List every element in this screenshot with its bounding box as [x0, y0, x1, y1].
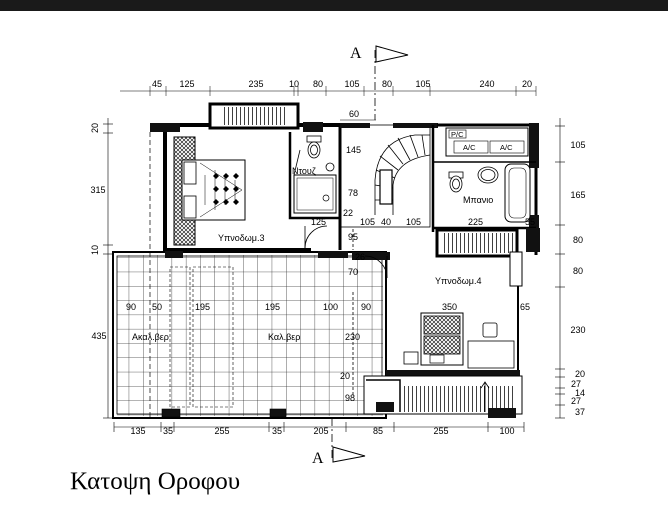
- dim-26: 26: [355, 252, 365, 262]
- dim-125: 125: [311, 217, 326, 227]
- wc-shower-room: [306, 135, 335, 172]
- dimension-chain-right: [555, 118, 565, 419]
- dim-right-4: 80: [573, 266, 583, 276]
- double-bed-bedroom4: [403, 312, 515, 369]
- dim-bottom-6: 85: [373, 426, 383, 436]
- interior-dimensions: 145 78 22 125 105 40 105 225 55 95 26 70…: [126, 145, 535, 403]
- wall-pier-nw: [150, 123, 180, 132]
- building-outline: [112, 102, 540, 419]
- dim-195a: 195: [195, 302, 210, 312]
- double-bed-bedroom3: [173, 136, 246, 246]
- dim-bottom-7: 255: [433, 426, 448, 436]
- dimension-chain-top: [120, 86, 537, 121]
- dim-top-8: 105: [415, 79, 430, 89]
- dim-right-9: 27: [571, 396, 581, 406]
- drawing-title: Κατοψη Οροφου: [70, 468, 241, 495]
- dim-55: 55: [525, 217, 535, 227]
- dim-left-3: 10: [90, 245, 100, 255]
- bathtub: [504, 163, 531, 223]
- dim-98: 98: [345, 393, 355, 403]
- dim-20: 20: [340, 371, 350, 381]
- dim-top-10: 20: [522, 79, 532, 89]
- dim-22: 22: [343, 208, 353, 218]
- dim-bottom-1: 135: [130, 426, 145, 436]
- chair: [482, 322, 498, 338]
- dim-top-3: 235: [248, 79, 263, 89]
- room-label-bathroom: Μπανιο: [463, 195, 493, 205]
- dim-right-8: 14: [575, 388, 585, 398]
- dim-70: 70: [348, 267, 358, 277]
- dim-bottom-8: 100: [499, 426, 514, 436]
- dimension-chain-left: [103, 118, 113, 419]
- dim-95: 95: [348, 232, 358, 242]
- dim-350: 350: [442, 302, 457, 312]
- dim-78: 78: [348, 188, 358, 198]
- dim-right-1: 105: [570, 140, 585, 150]
- dim-top-7: 80: [382, 79, 392, 89]
- room-label-bedroom4: Υπνοδωμ.4: [435, 276, 481, 286]
- room-label-shower: Ντουζ: [292, 166, 316, 176]
- dim-40: 40: [381, 217, 391, 227]
- sheet-border: [0, 0, 668, 11]
- dim-100: 100: [323, 302, 338, 312]
- shower-tray: [293, 174, 337, 214]
- dim-90b: 90: [361, 302, 371, 312]
- section-flag-bottom: [332, 446, 366, 463]
- section-label-top: A: [350, 45, 362, 62]
- dim-bottom-3: 255: [214, 426, 229, 436]
- dim-top-inner: 60: [349, 109, 359, 119]
- door-swing-bedroom3: [304, 225, 328, 249]
- lower-stair: [363, 375, 523, 418]
- dim-105a: 105: [360, 217, 375, 227]
- dimension-chain-bottom: [113, 422, 525, 432]
- room-label-veranda-covered: Καλ.βερ: [268, 332, 300, 342]
- label-ac-2: A/C: [500, 143, 513, 152]
- label-pc: P/C: [451, 130, 464, 139]
- dim-top-6: 105: [344, 79, 359, 89]
- dim-bottom-5: 205: [313, 426, 328, 436]
- room-label-veranda-open: Ακαλ.βερ: [132, 332, 169, 342]
- dim-top-9: 240: [479, 79, 494, 89]
- dim-top-2: 125: [179, 79, 194, 89]
- dim-bottom-4: 35: [272, 426, 282, 436]
- dim-90a: 90: [126, 302, 136, 312]
- dim-50: 50: [152, 302, 162, 312]
- dim-right-6: 20: [575, 369, 585, 379]
- dim-right-10: 37: [575, 407, 585, 417]
- dim-65: 65: [520, 302, 530, 312]
- section-flag-top: [375, 45, 409, 63]
- dim-225: 225: [468, 217, 483, 227]
- dim-105b: 105: [406, 217, 421, 227]
- dim-right-7: 27: [571, 379, 581, 389]
- room-label-bedroom3: Υπνοδωμ.3: [218, 233, 264, 243]
- veranda-loungers: [161, 266, 287, 418]
- dim-230: 230: [345, 332, 360, 342]
- door-swing-shower: [293, 149, 301, 176]
- dim-right-5: 230: [570, 325, 585, 335]
- spiral-stair: [374, 134, 431, 215]
- dim-right-2: 165: [570, 190, 585, 200]
- veranda-tiled-floor: [117, 255, 383, 416]
- dim-bottom-2: 35: [163, 426, 173, 436]
- desk: [467, 340, 515, 369]
- wc-bathroom: [448, 166, 499, 193]
- dim-top-1: 45: [152, 79, 162, 89]
- dim-195b: 195: [265, 302, 280, 312]
- section-line-a: A A: [312, 45, 409, 467]
- dim-left-4: 435: [91, 331, 106, 341]
- section-label-bottom: A: [312, 450, 324, 467]
- label-ac-1: A/C: [463, 143, 476, 152]
- dim-left-1: 20: [90, 123, 100, 133]
- dim-145: 145: [346, 145, 361, 155]
- dim-left-2: 315: [90, 185, 105, 195]
- dim-top-4: 10: [289, 79, 299, 89]
- dim-right-3: 80: [573, 235, 583, 245]
- dim-top-5: 80: [313, 79, 323, 89]
